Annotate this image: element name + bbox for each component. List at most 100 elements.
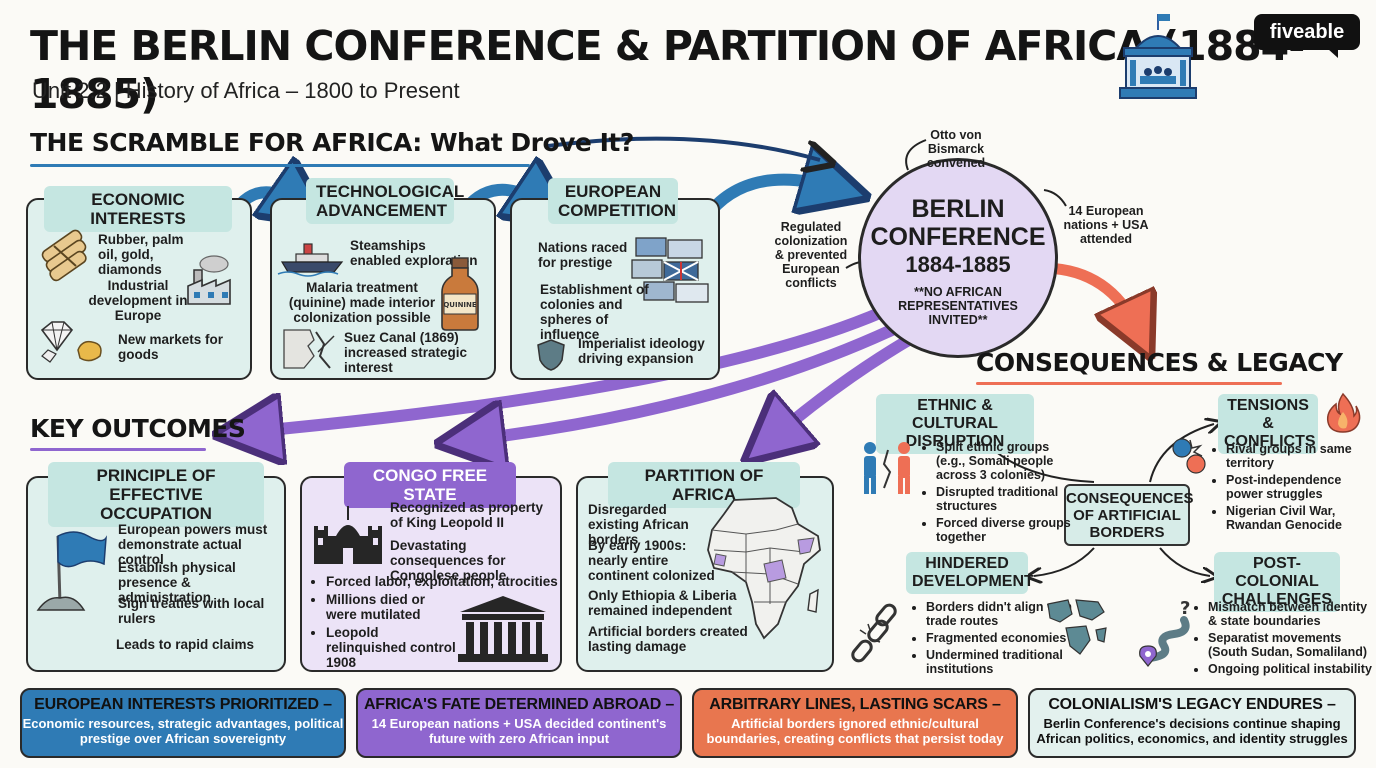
- consequences-heading: CONSEQUENCES & LEGACY: [976, 348, 1343, 377]
- flag-icon: [36, 531, 107, 611]
- fiveable-logo[interactable]: fiveable: [1254, 14, 1360, 58]
- quinine-label: QUININE: [443, 301, 477, 309]
- congo-bullet: Forced labor, exploitation, atrocities: [326, 574, 566, 589]
- colonies-text: Establishment of colonies and spheres of…: [540, 282, 649, 342]
- congo-devastating-text: Devastating consequences for Congolese p…: [390, 538, 507, 583]
- factory-icon: [187, 255, 231, 305]
- steamships-text: Steamships enabled exploration: [350, 238, 478, 268]
- africa-fragments-icon: [1047, 599, 1107, 655]
- congo-property-text: Recognized as property of King Leopold I…: [390, 500, 544, 530]
- tensions-bullets: Rival groups in same territory Post-inde…: [1212, 442, 1366, 535]
- ethnic-bullet: Disrupted traditional structures: [936, 485, 1076, 513]
- hindered-bullet: Fragmented economies: [926, 631, 1076, 645]
- winding-path-icon: ?: [1139, 598, 1190, 667]
- courthouse-icon: [458, 596, 548, 662]
- banner-title: COLONIALISM'S LEGACY ENDURES –: [1048, 696, 1336, 713]
- africa-map-icon: [707, 497, 821, 640]
- banner-title: AFRICA'S FATE DETERMINED ABROAD –: [363, 696, 675, 713]
- prestige-text: Nations raced for prestige: [538, 240, 628, 270]
- ethnic-title: ETHNIC & CULTURAL DISRUPTION: [876, 394, 1034, 454]
- postcolonial-title: POST-COLONIAL CHALLENGES: [1214, 552, 1340, 612]
- banner-text: Berlin Conference's decisions continue s…: [1036, 716, 1348, 746]
- quinine-bottle-icon: QUININE: [441, 257, 479, 331]
- flags-icon: [631, 237, 709, 303]
- arrow-conference-to-congo: [470, 322, 899, 440]
- ethnic-bullet: Forced diverse groups together: [936, 516, 1076, 544]
- partition-colonized-text: By early 1900s: nearly entire continent …: [588, 538, 715, 583]
- congo-bullet: Leopold relinquished control 1908: [326, 625, 456, 670]
- postcolonial-bullet: Ongoing political instability: [1208, 662, 1376, 676]
- partition-independent-text: Only Ethiopia & Liberia remained indepen…: [588, 588, 737, 618]
- resources-text: Rubber, palm oil, gold, diamonds: [98, 232, 184, 277]
- congo-panel: [300, 476, 562, 672]
- tensions-bullet: Rival groups in same territory: [1226, 442, 1366, 470]
- consequences-underline: [976, 382, 1282, 385]
- markets-text: New markets for goods: [118, 332, 224, 362]
- arrow-conference-to-partition: [770, 332, 916, 440]
- control-text: European powers must demonstrate actual …: [118, 522, 268, 567]
- key-outcomes-heading: KEY OUTCOMES: [30, 414, 246, 443]
- hindered-bullets: Borders didn't align with trade routes F…: [912, 600, 1076, 679]
- key-outcomes-underline: [30, 448, 206, 451]
- tensions-bullet: Nigerian Civil War, Rwandan Genocide: [1226, 504, 1366, 532]
- congo-title: CONGO FREE STATE: [344, 462, 516, 508]
- shield-icon: [537, 339, 565, 371]
- banner-legacy-endures: COLONIALISM'S LEGACY ENDURES – Berlin Co…: [1028, 688, 1356, 758]
- conference-name-2: CONFERENCE: [870, 223, 1046, 251]
- banner-text: Artificial borders ignored ethnic/cultur…: [706, 716, 1004, 746]
- presence-text: Establish physical presence & administra…: [118, 560, 236, 605]
- banner-title: ARBITRARY LINES, LASTING SCARS –: [709, 696, 1001, 713]
- people-icon: [864, 442, 910, 494]
- conflict-icon: [1172, 438, 1206, 474]
- postcolonial-bullets: Mismatch between identity & state bounda…: [1194, 600, 1376, 679]
- claims-text: Leads to rapid claims: [116, 637, 255, 652]
- gold-bundle-icon: [41, 229, 87, 282]
- technological-title: TECHNOLOGICAL ADVANCEMENT: [306, 178, 464, 224]
- conference-note: **NO AFRICAN REPRESENTATIVES INVITED**: [898, 285, 1018, 327]
- page-subtitle: Unit 2.2 | History of Africa – 1800 to P…: [32, 78, 460, 103]
- castle-icon: [314, 506, 382, 564]
- hindered-bullet: Undermined traditional institutions: [926, 648, 1076, 676]
- partition-title: PARTITION OF AFRICA: [608, 462, 800, 508]
- banner-text: Economic resources, strategic advantages…: [22, 716, 344, 746]
- arrow-conference-to-effective: [248, 306, 885, 432]
- effective-occupation-title: PRINCIPLE OF EFFECTIVE OCCUPATION: [48, 462, 264, 527]
- banner-africas-fate: AFRICA'S FATE DETERMINED ABROAD – 14 Eur…: [356, 688, 682, 758]
- broken-chain-icon: [851, 603, 897, 663]
- regulated-callout: Regulated colonization & prevented Europ…: [774, 220, 848, 290]
- hindered-bullet: Borders didn't align with trade routes: [926, 600, 1076, 628]
- treaties-text: Sign treaties with local rulers: [118, 596, 265, 626]
- postcolonial-bullet: Mismatch between identity & state bounda…: [1208, 600, 1376, 628]
- conference-years: 1884-1885: [905, 252, 1011, 277]
- consequences-center-box: CONSEQUENCES OF ARTIFICIAL BORDERS: [1064, 484, 1194, 546]
- congo-bullets: Forced labor, exploitation, atrocities M…: [312, 574, 566, 673]
- scramble-heading-underline: [30, 164, 530, 167]
- malaria-text: Malaria treatment (quinine) made interio…: [288, 280, 436, 325]
- postcolonial-bullet: Separatist movements (South Sudan, Somal…: [1208, 631, 1376, 659]
- partition-damage-text: Artificial borders created lasting damag…: [588, 624, 748, 654]
- tensions-bullet: Post-independence power struggles: [1226, 473, 1366, 501]
- scramble-heading: THE SCRAMBLE FOR AFRICA: What Drove It?: [30, 128, 634, 157]
- economic-interests-title: ECONOMIC INTERESTS: [44, 186, 232, 232]
- ideology-text: Imperialist ideology driving expansion: [578, 336, 705, 366]
- arrow-conference-to-consequences: [1045, 262, 1138, 330]
- suez-text: Suez Canal (1869) increased strategic in…: [344, 330, 468, 375]
- suez-map-icon: [283, 329, 335, 369]
- partition-borders-text: Disregarded existing African borders: [588, 502, 689, 547]
- fire-icon: [1326, 392, 1361, 433]
- conference-building-icon: [1119, 14, 1197, 99]
- ethnic-bullet: Split ethnic groups (e.g., Somali people…: [936, 440, 1076, 482]
- convened-callout: Otto von Bismarck convened: [926, 128, 986, 170]
- attended-callout: 14 European nations + USA attended: [1063, 204, 1149, 246]
- conference-name-1: BERLIN: [911, 195, 1005, 223]
- banner-arbitrary-lines: ARBITRARY LINES, LASTING SCARS – Artific…: [692, 688, 1018, 758]
- steamship-icon: [277, 243, 344, 277]
- banner-european-interests: EUROPEAN INTERESTS PRIORITIZED – Economi…: [20, 688, 346, 758]
- competition-title: EUROPEAN COMPETITION: [548, 178, 678, 224]
- berlin-conference-circle: BERLIN CONFERENCE 1884-1885 **NO AFRICAN…: [858, 158, 1058, 358]
- hindered-title: HINDERED DEVELOPMENT: [906, 552, 1034, 594]
- banner-title: EUROPEAN INTERESTS PRIORITIZED –: [34, 696, 332, 713]
- svg-text:?: ?: [1180, 598, 1190, 619]
- diamond-icon: [40, 321, 102, 363]
- arrow-heading-to-conference: [547, 136, 820, 160]
